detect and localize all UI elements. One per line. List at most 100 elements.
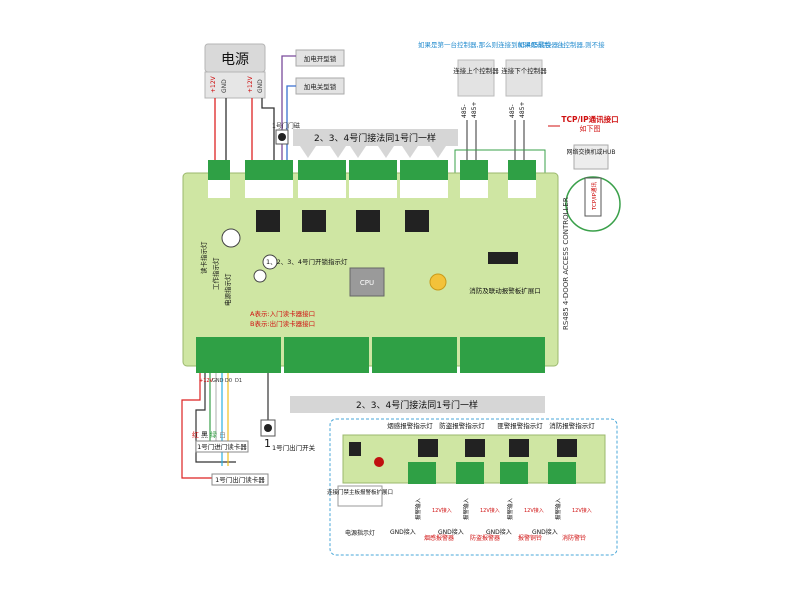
board-name: RS485 4-DOOR ACCESS CONTROLLER — [562, 197, 570, 330]
rs485-first-note: 如果是第一台控制器,那么则连接到RS485转换器上 — [418, 40, 565, 49]
cpu-label: CPU — [360, 279, 374, 287]
rs485-prev-box — [457, 59, 495, 97]
alarm-ext-box — [337, 485, 383, 507]
wire-d1: D1 — [235, 378, 242, 384]
tcp-switch-label: 网络交换机或HUB — [566, 148, 615, 156]
tcp-subtitle: 如下图 — [580, 124, 601, 133]
alarm-relays — [418, 439, 577, 457]
power-supply-body — [204, 71, 266, 99]
alarm-light-2: 防盗报警指示灯 — [439, 421, 485, 430]
rs485-prev-minus: 485- — [461, 104, 468, 118]
power-gnd-label: GND — [221, 79, 228, 93]
power-12v-label: +12V — [210, 75, 217, 93]
rs485-prev-plus: 485+ — [471, 102, 478, 118]
reader-out-label: 1号门出门读卡器 — [215, 475, 265, 484]
wire-12v: +12V — [199, 378, 214, 384]
bottom-note-bar — [290, 396, 545, 413]
alarm-output-2: 防盗报警器 — [470, 534, 500, 542]
top-note-text: 2、3、4号门接法同1号门一样 — [314, 132, 436, 144]
alarm-gnd-labels: GND接入 GND接入 GND接入 GND接入 — [390, 528, 558, 536]
alarm-power-led-label: 电源指示灯 — [345, 529, 375, 537]
door-contact-1-label: 1号门门磁 — [272, 122, 300, 130]
bottom-note-text: 2、3、4号门接法同1号门一样 — [356, 399, 478, 411]
alarm-outputs: 烟感报警器 防盗报警器 报警铜铃 消防警铃 — [424, 534, 586, 542]
color-red: 红 — [192, 430, 199, 439]
lock-no-box — [295, 49, 345, 67]
reader-led-cap — [221, 228, 241, 248]
work-led-cap — [262, 254, 278, 270]
reader-led-label: 读卡指示灯 — [199, 241, 208, 274]
alarm-input-1: 报警输入 — [414, 497, 422, 520]
alarm-gnd-2: GND接入 — [438, 528, 464, 536]
power-led-label: 电源指示灯 — [223, 273, 232, 306]
lock-nc-label: 加电关型锁 — [304, 82, 337, 91]
relays — [256, 210, 429, 232]
reader-in-label: 1号门进门读卡器 — [197, 442, 247, 451]
alarm-lights: 烟感报警指示灯 防盗报警指示灯 匪警报警指示灯 消防报警指示灯 — [387, 421, 595, 430]
alarm-terminals — [408, 462, 576, 484]
alarm-ext-label: 连接门禁主板报警板扩展口 — [327, 488, 393, 496]
top-terminals — [208, 160, 536, 198]
exit-switch-label: 1号门出门开关 — [272, 443, 316, 452]
reader-in-box — [195, 440, 249, 453]
power-gnd-label-2: GND — [257, 79, 264, 93]
alarm-input-4: 报警输入 — [554, 497, 562, 520]
exit-switch-dot — [264, 424, 272, 432]
top-note-bar — [293, 129, 458, 146]
alarm-gnd-3: GND接入 — [486, 528, 512, 536]
rs485-next-minus: 485- — [509, 104, 516, 118]
alarm-v12-1: 12V接入 — [432, 507, 452, 514]
reader-wires — [181, 373, 269, 479]
alarm-gnd-1: GND接入 — [390, 528, 416, 536]
alarm-inputs: 报警输入 报警输入 报警输入 报警输入 — [414, 497, 562, 520]
relay-led-label: 1、2、3、4号门开锁指示灯 — [266, 257, 348, 266]
top-note-arrows — [300, 146, 446, 158]
alarm-light-4: 消防报警指示灯 — [549, 421, 595, 430]
rs485-wires — [466, 120, 525, 160]
rs485-prev-label: 连接上个控制器 — [453, 66, 499, 75]
fire-ext-header — [488, 252, 518, 264]
alarm-v12-2: 12V接入 — [480, 507, 500, 514]
alarm-output-1: 烟感报警器 — [424, 534, 454, 542]
alarm-input-3: 报警输入 — [506, 497, 514, 520]
alarm-light-3: 匪警报警指示灯 — [497, 421, 543, 430]
alarm-power-led — [374, 457, 384, 467]
color-white: 白 — [219, 430, 226, 439]
alarm-output-3: 报警铜铃 — [518, 534, 542, 542]
color-black: 黑 — [201, 431, 208, 439]
tcp-title: TCP/IP通讯接口 — [561, 114, 618, 124]
wire-gnd: GND — [212, 378, 224, 384]
alarm-light-1: 烟感报警指示灯 — [387, 421, 433, 430]
alarm-v12-labels: 12V接入 12V接入 12V接入 12V接入 — [432, 507, 592, 514]
wire-d0: D0 — [225, 378, 232, 384]
alarm-ext-header — [349, 442, 361, 456]
work-led-label: 工作指示灯 — [211, 257, 220, 290]
tcp-switch-box — [573, 144, 609, 170]
battery — [429, 273, 447, 291]
power-wires — [214, 55, 296, 160]
rs485-next-box — [505, 59, 543, 97]
color-green: 绿 — [210, 430, 217, 439]
alarm-panel-frame — [329, 418, 618, 556]
rs485-next-label: 连接下个控制器 — [501, 66, 547, 75]
a-note: A表示:入门读卡器接口 — [250, 309, 315, 318]
alarm-output-4: 消防警铃 — [562, 534, 586, 542]
rs485-last-note: 如果是最后一台控制器,则不接 — [518, 40, 605, 49]
alarm-gnd-4: GND接入 — [532, 528, 558, 536]
tcp-port — [584, 177, 602, 217]
alarm-v12-4: 12V接入 — [572, 507, 592, 514]
power-supply-label: 电源 — [221, 52, 249, 68]
b-note: B表示:出门读卡器接口 — [250, 319, 315, 328]
tcp-port-label: TCP/IP通讯 — [590, 182, 598, 211]
door-contact-1-dot — [278, 133, 286, 141]
power-12v-label-2: +12V — [247, 75, 254, 93]
fire-port-label-1: 消防及联动报警板扩展口 — [469, 286, 541, 295]
cpu-chip — [349, 267, 385, 297]
rs485-next-plus: 485+ — [519, 102, 526, 118]
bottom-terminals — [196, 337, 545, 373]
lock-no-label: 加电开型锁 — [304, 54, 337, 63]
power-led-cap — [253, 269, 267, 283]
alarm-v12-3: 12V接入 — [524, 507, 544, 514]
reader-out-box — [211, 473, 269, 486]
